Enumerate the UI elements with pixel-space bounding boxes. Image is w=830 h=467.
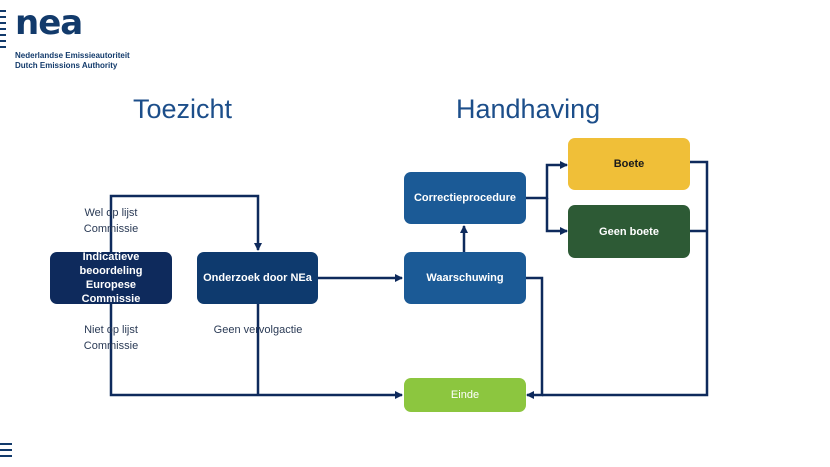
nea-logo: nea (15, 3, 83, 43)
edge-wel-op-lijst (109, 194, 262, 252)
logo-line-2: Dutch Emissions Authority (15, 61, 118, 70)
logo-stripes (0, 10, 6, 52)
node-onderzoek-nea: Onderzoek door NEa (197, 252, 318, 304)
edge-correctie-geen-boete (545, 198, 568, 235)
edge-niet-op-lijst (109, 304, 403, 399)
node-correctieprocedure: Correctieprocedure (404, 172, 526, 224)
node-indicatieve-beoordeling: Indicatieve beoordeling Europese Commiss… (50, 251, 172, 305)
logo-line-1: Nederlandse Emissieautoriteit (15, 51, 130, 60)
label-wel-op-lijst: Wel op lijst Commissie (83, 207, 139, 235)
edge-boete-einde (542, 160, 709, 397)
heading-toezicht: Toezicht (133, 94, 233, 124)
node-geen-boete: Geen boete (568, 205, 690, 258)
edge-waarschuwing-einde (526, 276, 544, 399)
footer-stripes (0, 443, 12, 461)
edge-correctie-boete (526, 161, 568, 200)
label-geen-vervolgactie: Geen vervolgactie (213, 324, 303, 336)
node-waarschuwing: Waarschuwing (404, 252, 526, 304)
heading-handhaving: Handhaving (456, 94, 601, 124)
node-boete: Boete (568, 138, 690, 190)
label-niet-op-lijst: Niet op lijst Commissie (83, 324, 139, 352)
node-einde: Einde (404, 378, 526, 412)
